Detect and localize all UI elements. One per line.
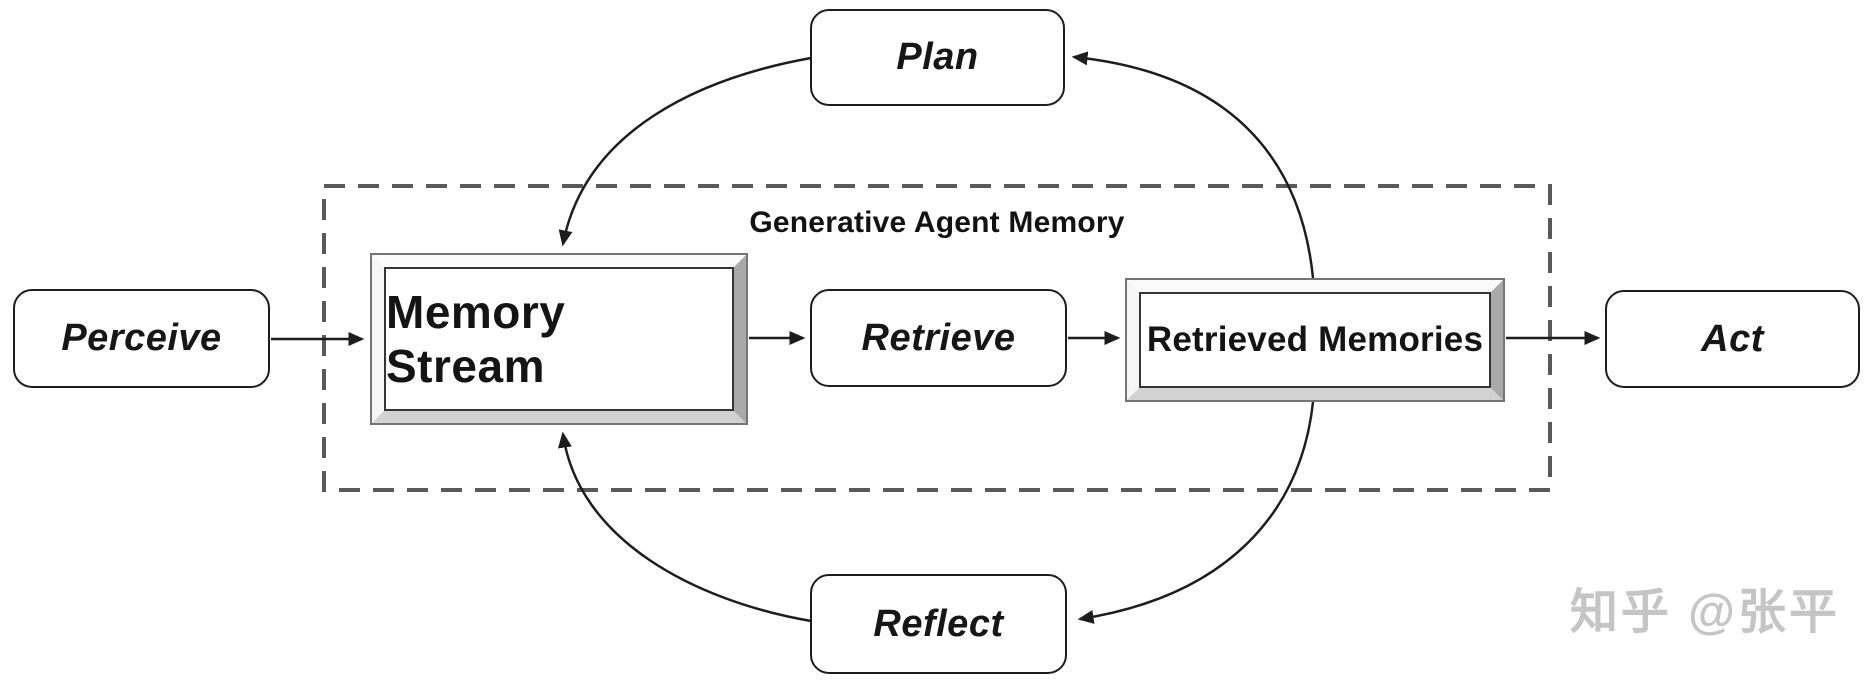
edge-reflect-to-memory-stream <box>557 431 812 623</box>
node-plan-label: Plan <box>896 36 979 78</box>
memory-boundary-title: Generative Agent Memory <box>749 206 1125 239</box>
edge-retrieved-memories-to-plan <box>1071 51 1315 279</box>
node-memory-stream-label: Memory Stream <box>384 267 734 411</box>
node-perceive-label: Perceive <box>61 317 222 359</box>
edge-plan-to-memory-stream <box>558 56 812 247</box>
node-act-label: Act <box>1701 317 1764 360</box>
node-plan: Plan <box>810 9 1065 106</box>
memory-stream-bevel-frame: Memory Stream <box>372 255 746 423</box>
node-reflect-label: Reflect <box>873 602 1004 645</box>
node-retrieved-memories-label: Retrieved Memories <box>1139 292 1491 388</box>
edge-retrieved-memories-to-reflect <box>1077 401 1315 624</box>
node-retrieve-label: Retrieve <box>861 316 1016 359</box>
retrieved-memories-bevel-frame: Retrieved Memories <box>1127 280 1503 400</box>
node-retrieved-memories: Retrieved Memories <box>1125 278 1505 402</box>
zhihu-watermark: 知乎 @张平 <box>1569 586 1840 639</box>
node-perceive: Perceive <box>13 289 270 388</box>
node-memory-stream: Memory Stream <box>370 253 748 425</box>
node-act: Act <box>1605 290 1860 388</box>
node-reflect: Reflect <box>810 574 1067 674</box>
node-retrieve: Retrieve <box>810 289 1067 387</box>
